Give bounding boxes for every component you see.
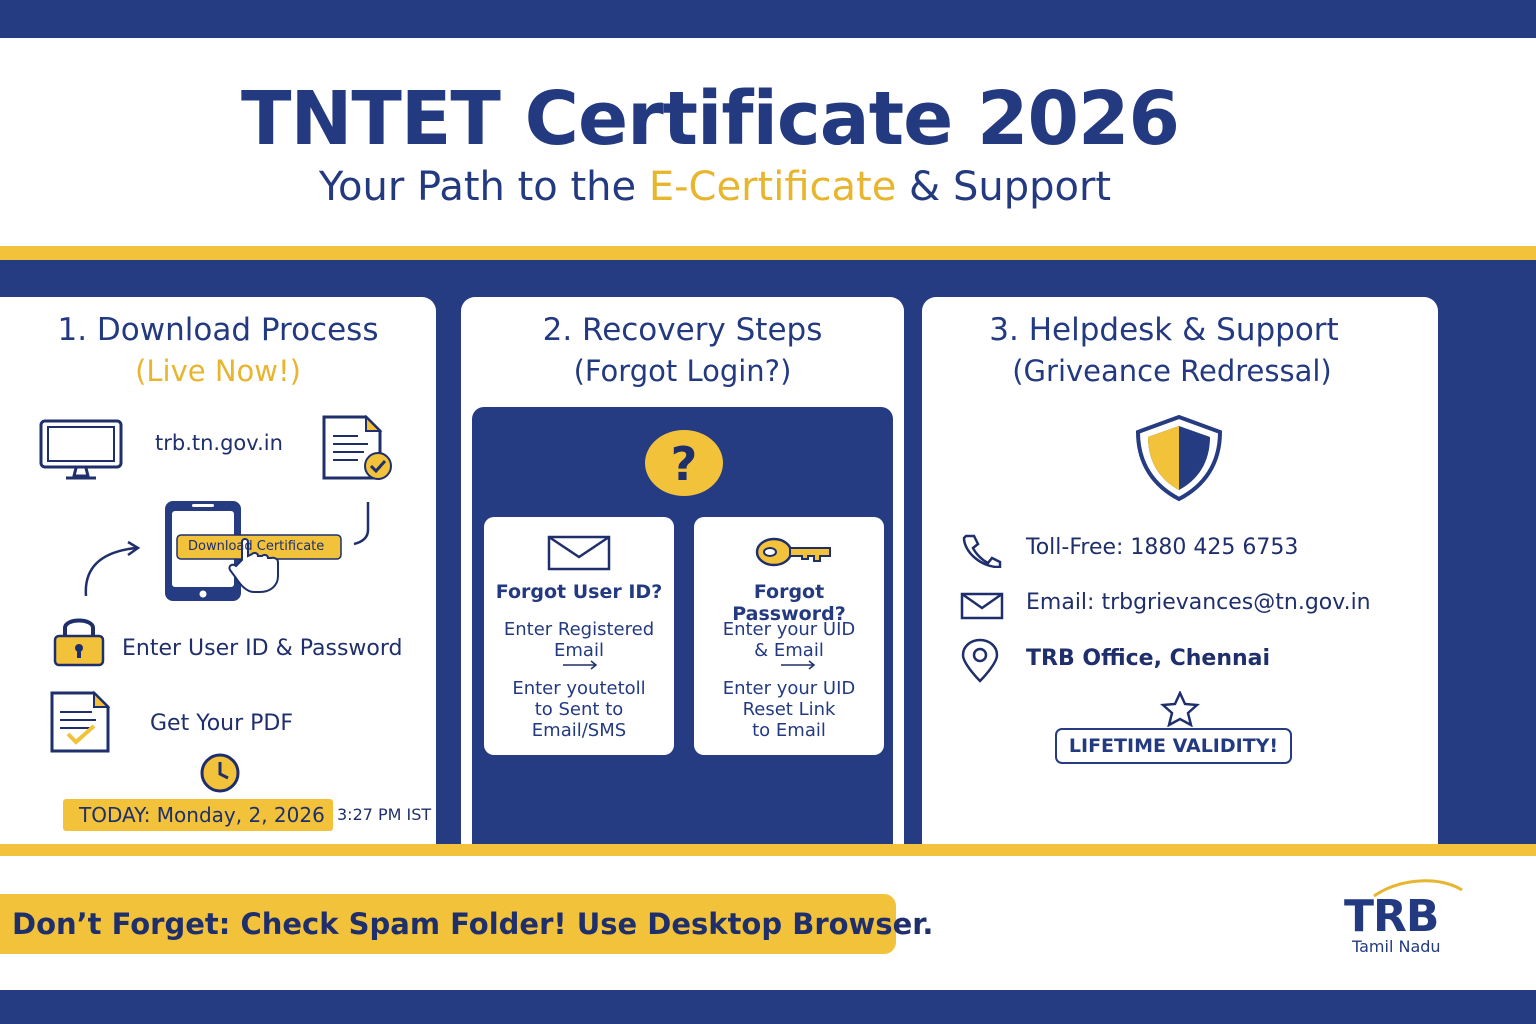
forgot-password-card[interactable]: Forgot Password? Enter your UID & Email … [694, 517, 884, 755]
svg-text:?: ? [671, 437, 698, 491]
trb-logo: TRB [1344, 891, 1439, 942]
key-icon [755, 537, 831, 567]
location-pin-icon [961, 638, 999, 683]
forgot-user-line: Enter youtetoll [512, 678, 646, 699]
today-date-badge: TODAY: Monday, 2, 2026 [63, 799, 333, 831]
download-card-title: 1. Download Process [57, 312, 379, 348]
arrow-right-icon [563, 660, 598, 670]
flow-arrows [84, 502, 370, 597]
forgot-user-id-title: Forgot User ID? [495, 581, 663, 603]
top-band [0, 0, 1536, 38]
phone-tap-icon [165, 501, 342, 601]
download-certificate-button[interactable]: Download Certificate [188, 539, 325, 554]
current-time: 3:27 PM IST [337, 805, 432, 824]
forgot-password-line: Reset Link [742, 699, 836, 720]
support-email[interactable]: Email: trbgrievances@tn.gov.in [1026, 590, 1371, 615]
question-icon: ? [645, 430, 723, 496]
monitor-icon [39, 419, 123, 480]
logo-swoosh [1373, 879, 1463, 898]
forgot-user-id-card[interactable]: Forgot User ID? Enter Registered Email E… [484, 517, 674, 755]
forgot-user-line: to Sent to [534, 699, 624, 720]
subtitle-start: Your Path to the [318, 164, 649, 210]
helpdesk-card-title: 3. Helpdesk & Support [989, 312, 1339, 348]
envelope-icon [547, 535, 611, 571]
gold-divider-top [0, 246, 1536, 260]
forgot-user-line: Enter Registered [503, 619, 655, 640]
forgot-user-line: Email [554, 640, 604, 661]
helpdesk-card-subtitle: (Griveance Redressal) [1012, 354, 1332, 388]
subtitle-highlight: E-Certificate [648, 164, 897, 210]
toll-free-number[interactable]: Toll-Free: 1880 425 6753 [1026, 535, 1299, 560]
reminder-banner: Don’t Forget: Check Spam Folder! Use Des… [0, 894, 933, 954]
star-icon [1160, 691, 1200, 727]
shield-icon [1135, 414, 1223, 502]
pdf-document-icon [50, 690, 111, 753]
helpdesk-card: 3. Helpdesk & Support (Griveance Redress… [922, 297, 1438, 857]
forgot-password-line: & Email [754, 640, 824, 661]
header: TNTET Certificate 2026 Your Path to the … [0, 38, 1536, 246]
mail-icon [960, 592, 1004, 620]
forgot-user-line: Email/SMS [531, 720, 627, 741]
pdf-step: Get Your PDF [150, 711, 294, 736]
forgot-password-line: to Email [752, 720, 826, 741]
office-location: TRB Office, Chennai [1026, 646, 1271, 671]
forgot-password-line: Enter your UID [722, 619, 856, 640]
bottom-band [0, 990, 1536, 1024]
page-subtitle: Your Path to the E-Certificate & Support [0, 164, 1430, 210]
gold-divider-bottom [0, 844, 1536, 856]
trb-logo-subtitle: Tamil Nadu [1352, 937, 1441, 956]
site-url[interactable]: trb.tn.gov.in [155, 431, 283, 455]
login-step: Enter User ID & Password [122, 636, 403, 661]
recovery-card-title: 2. Recovery Steps [542, 312, 823, 348]
forgot-password-title: Forgot Password? [732, 581, 846, 625]
forgot-password-line: Enter your UID [722, 678, 856, 699]
download-card-subtitle: (Live Now!) [135, 354, 301, 388]
page-title: TNTET Certificate 2026 [240, 76, 1180, 162]
clock-icon [200, 753, 240, 793]
subtitle-end: & Support [896, 164, 1112, 210]
arrow-right-icon [781, 660, 816, 670]
document-check-icon [322, 414, 392, 480]
phone-icon [962, 534, 1002, 568]
lock-icon [53, 618, 105, 667]
recovery-card-subtitle: (Forgot Login?) [573, 354, 792, 388]
lifetime-validity-badge: LIFETIME VALIDITY! [1055, 728, 1292, 764]
